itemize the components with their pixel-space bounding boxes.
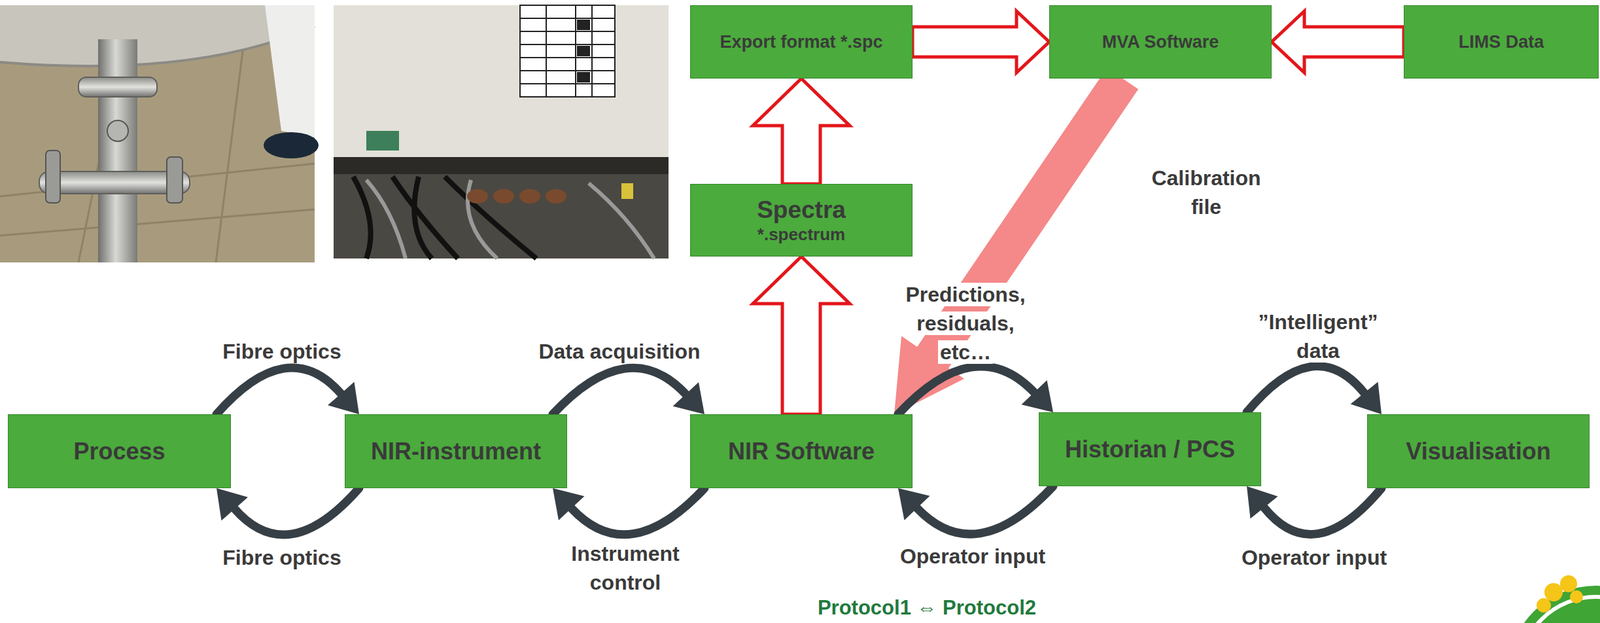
block-arrow-shape (752, 256, 850, 415)
arrow-head (673, 382, 705, 415)
hollow-block-arrow (1271, 11, 1404, 73)
box-title: NIR Software (728, 436, 875, 466)
block-arrow-shape (1271, 11, 1404, 73)
edge-label-box: Instrument control (546, 539, 704, 597)
arrow-head (552, 487, 585, 521)
edge-label-box: Data acquisition (511, 336, 728, 366)
edge-label: Fibre optics (220, 545, 343, 570)
edge-label: Operator input (1239, 545, 1389, 570)
edge-label: Operator input (898, 544, 1048, 568)
edge-label: Calibration file (1149, 166, 1263, 219)
curved-arrow (216, 367, 360, 415)
note-box: Protocol1 ⇔ Protocol2 (730, 595, 1124, 620)
edge-label-box: Fibre optics (183, 542, 381, 572)
edge-label-box: ”Intelligent” data (1242, 307, 1394, 366)
process-box: NIR Software (690, 414, 913, 488)
box-title: Process (73, 436, 165, 466)
arrow-head (1246, 486, 1278, 519)
process-box: Visualisation (1367, 414, 1590, 488)
wide-arrow-shape (894, 68, 1139, 415)
edge-label-box: Operator input (1216, 542, 1413, 572)
curved-arrow-line (898, 366, 1035, 415)
box-title: Export format *.spc (719, 31, 883, 53)
box-title: NIR-instrument (370, 436, 541, 466)
hollow-block-arrow (752, 256, 850, 415)
data-box: Spectra*.spectrum (690, 183, 913, 257)
photo-cabinet-cables (333, 5, 669, 259)
block-arrow-shape (752, 78, 850, 184)
calibration-arrow (894, 68, 1139, 415)
logo (1507, 574, 1600, 623)
edge-label: Data acquisition (536, 339, 702, 364)
curved-arrow (216, 487, 360, 535)
curved-arrow (898, 366, 1054, 415)
process-box: NIR-instrument (344, 414, 568, 488)
protocol-note: Protocol1 ⇔ Protocol2 (815, 595, 1039, 619)
curved-arrow-line (917, 486, 1054, 534)
curved-arrow (898, 486, 1054, 534)
edge-label-box: Predictions, residuals, etc… (895, 279, 1037, 367)
edge-label: Predictions, residuals, etc… (903, 282, 1027, 364)
block-arrow-shape (912, 11, 1050, 73)
arrow-head (1021, 380, 1054, 413)
curved-arrow (1246, 366, 1382, 415)
curved-arrow-line (552, 367, 686, 415)
process-box: Process (7, 414, 231, 488)
edge-label-box: Calibration file (1140, 163, 1272, 222)
curved-arrow-line (234, 487, 360, 535)
data-box: Export format *.spc (690, 5, 913, 79)
curved-arrow-line (571, 487, 705, 535)
box-title: MVA Software (1102, 31, 1220, 53)
software-box: MVA Software (1049, 5, 1272, 79)
arrow-head (216, 487, 248, 521)
box-subtitle: *.spectrum (757, 224, 846, 245)
box-title: LIMS Data (1458, 31, 1545, 53)
curved-arrow (552, 487, 705, 535)
data-box: LIMS Data (1403, 5, 1599, 79)
curved-arrow-line (216, 367, 341, 415)
curved-arrow-line (1264, 487, 1383, 534)
curved-arrow (1246, 486, 1382, 534)
edge-label: Fibre optics (220, 339, 343, 364)
edge-label: ”Intelligent” data (1255, 310, 1380, 363)
arrow-head (898, 487, 931, 521)
hollow-block-arrow (912, 11, 1050, 73)
process-box: Historian / PCS (1038, 412, 1262, 487)
box-title: Historian / PCS (1064, 434, 1235, 464)
edge-label-box: Operator input (874, 541, 1071, 571)
photo-pipe-clamp (0, 5, 319, 263)
arrow-head (1350, 381, 1382, 415)
box-title: Spectra (756, 195, 846, 225)
edge-label-box: Fibre optics (183, 336, 381, 366)
hollow-block-arrow (752, 78, 850, 184)
curved-arrow-line (1246, 366, 1365, 413)
box-title: Visualisation (1405, 436, 1551, 466)
arrow-head (327, 382, 360, 415)
edge-label: Instrument control (569, 541, 681, 594)
curved-arrow (552, 367, 705, 415)
